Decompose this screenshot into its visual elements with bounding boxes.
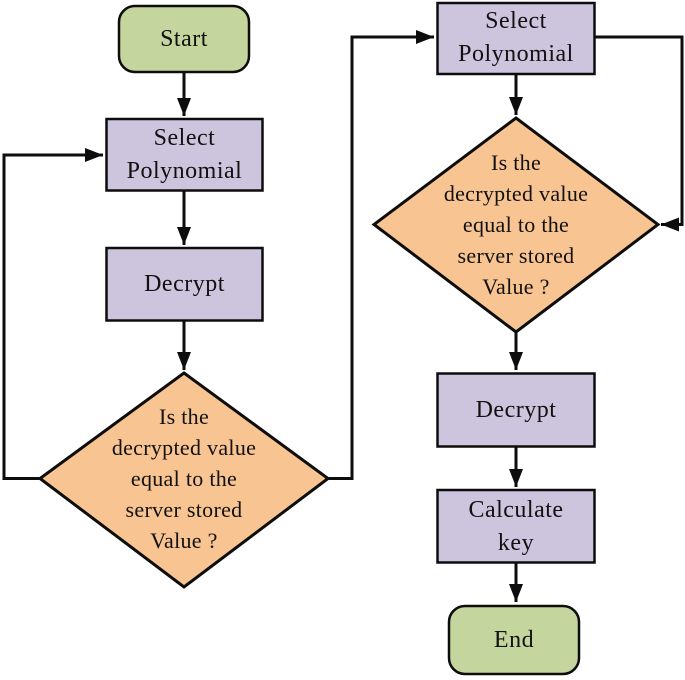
select-polynomial-1-shape <box>105 117 264 192</box>
end-node-shape <box>447 604 581 676</box>
edge-select2-loop-to-decision2 <box>595 35 684 232</box>
edge-decision1-to-select2 <box>328 30 434 480</box>
decision-1-shape <box>37 371 331 589</box>
edge-decision1-loop-to-select1 <box>2 148 103 480</box>
start-node-shape <box>117 4 251 74</box>
calculate-key-shape <box>436 488 596 564</box>
decrypt-1-shape <box>105 246 264 322</box>
select-polynomial-2-shape <box>436 1 596 76</box>
decrypt-2-shape <box>436 372 596 448</box>
decision-2-shape <box>371 116 661 334</box>
